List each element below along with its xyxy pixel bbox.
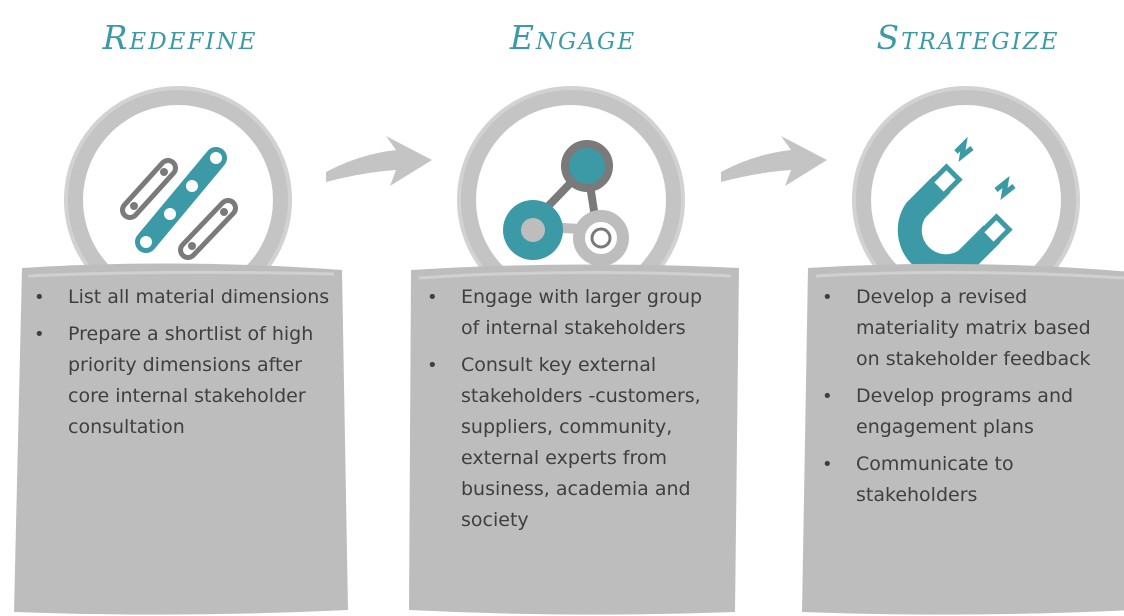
arrow-right-icon — [721, 136, 827, 186]
bullet-list: Engage with larger group of internal sta… — [423, 282, 725, 542]
stage-redefine: Redefine List all materi — [0, 0, 360, 616]
stage-title: Redefine — [102, 18, 258, 57]
stage-panel: Develop a revised materiality matrix bas… — [796, 260, 1124, 616]
bullet-list: Develop a revised materiality matrix bas… — [818, 282, 1120, 517]
chain-links-icon — [120, 147, 238, 260]
bullet-item: List all material dimensions — [30, 282, 332, 313]
bullet-item: Develop a revised materiality matrix bas… — [818, 282, 1120, 375]
bullet-item: Consult key external stakeholders -custo… — [423, 350, 725, 536]
bullet-item: Communicate to stakeholders — [818, 449, 1120, 511]
network-nodes-icon — [503, 140, 629, 266]
stage-panel: List all material dimensions Prepare a s… — [8, 260, 352, 616]
stage-title: Engage — [509, 18, 637, 57]
arrow-right-icon — [326, 136, 432, 186]
stage-engage: Engage Engage with larger group of inter… — [393, 0, 753, 616]
brush-circle — [64, 86, 292, 314]
bullet-item: Engage with larger group of internal sta… — [423, 282, 725, 344]
bullet-list: List all material dimensions Prepare a s… — [30, 282, 332, 449]
stage-strategize: Strategize Develop a revised materiality… — [788, 0, 1124, 616]
bullet-item: Develop programs and engagement plans — [818, 381, 1120, 443]
bullet-item: Prepare a shortlist of high priority dim… — [30, 319, 332, 443]
stage-panel: Engage with larger group of internal sta… — [401, 260, 745, 616]
stage-title: Strategize — [876, 18, 1060, 57]
